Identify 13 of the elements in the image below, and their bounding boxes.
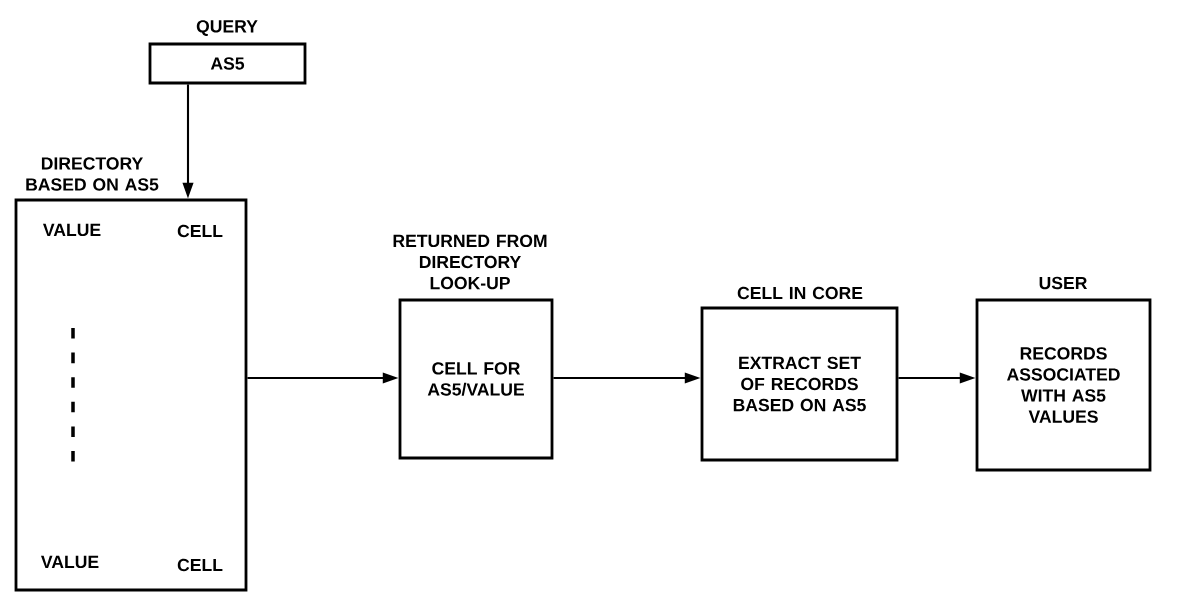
heading-text: RETURNED FROM DIRECTORY LOOK-UP xyxy=(393,234,547,290)
box: EXTRACT SET OF RECORDS BASED ON AS5 xyxy=(700,306,899,462)
column-label: VALUE xyxy=(43,223,101,237)
box: CELL FOR AS5/VALUE xyxy=(398,298,554,460)
box: RECORDS ASSOCIATED WITH AS5 VALUES xyxy=(975,298,1152,472)
heading-text: QUERY xyxy=(196,20,258,36)
heading-text: USER xyxy=(1039,276,1088,290)
column-label: CELL xyxy=(177,558,223,572)
heading-text: DIRECTORY BASED ON AS5 xyxy=(26,157,159,191)
heading-text: CELL IN CORE xyxy=(737,286,863,300)
column-label: CELL xyxy=(177,224,223,238)
box: AS5 xyxy=(148,42,307,85)
column-label: VALUE xyxy=(41,555,99,569)
